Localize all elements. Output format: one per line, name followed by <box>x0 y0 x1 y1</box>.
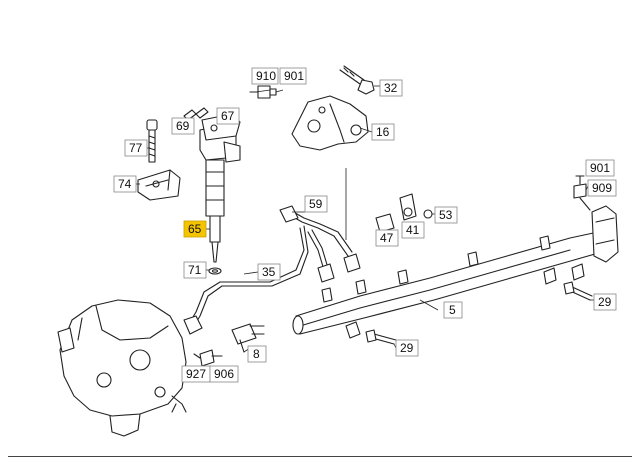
svg-text:41: 41 <box>406 223 420 237</box>
fuel-injector[interactable] <box>199 113 241 263</box>
sensor-8[interactable] <box>231 323 265 353</box>
svg-text:67: 67 <box>221 109 235 123</box>
callout-77[interactable]: 77 <box>124 139 148 157</box>
callout-8[interactable]: 8 <box>247 345 267 363</box>
svg-text:29: 29 <box>400 341 414 355</box>
svg-text:910: 910 <box>256 69 276 83</box>
callout-906[interactable]: 906 <box>209 365 239 383</box>
callout-67[interactable]: 67 <box>216 107 240 125</box>
connector-sensor-right[interactable] <box>573 175 591 211</box>
svg-text:69: 69 <box>176 119 190 133</box>
pressure-regulator[interactable] <box>591 205 619 263</box>
svg-text:901: 901 <box>284 69 304 83</box>
svg-text:909: 909 <box>592 181 612 195</box>
callout-5[interactable]: 5 <box>443 301 463 319</box>
callout-69[interactable]: 69 <box>171 117 195 135</box>
callout-29-lower[interactable]: 29 <box>395 339 419 357</box>
svg-text:906: 906 <box>214 367 234 381</box>
callout-909[interactable]: 909 <box>587 179 617 197</box>
callout-53[interactable]: 53 <box>434 206 458 224</box>
svg-text:71: 71 <box>188 263 202 277</box>
callout-74[interactable]: 74 <box>113 175 137 193</box>
rail-bracket[interactable] <box>291 95 369 151</box>
bolt-29-lower[interactable] <box>365 329 397 345</box>
callout-35[interactable]: 35 <box>257 263 281 281</box>
svg-text:5: 5 <box>449 303 456 317</box>
bolt-32[interactable] <box>339 65 375 95</box>
callout-59[interactable]: 59 <box>304 195 328 213</box>
svg-text:74: 74 <box>118 177 132 191</box>
callout-71[interactable]: 71 <box>183 261 207 279</box>
svg-text:927: 927 <box>186 367 206 381</box>
connector-927[interactable] <box>193 349 223 367</box>
fuel-line-59[interactable] <box>279 205 361 273</box>
callout-16[interactable]: 16 <box>371 123 395 141</box>
callout-41[interactable]: 41 <box>401 221 425 239</box>
callout-29-right[interactable]: 29 <box>593 293 617 311</box>
callout-32[interactable]: 32 <box>379 79 403 97</box>
fuel-rail[interactable] <box>292 231 603 339</box>
svg-text:29: 29 <box>598 295 612 309</box>
svg-text:901: 901 <box>590 161 610 175</box>
injector-seal-ring[interactable] <box>208 267 222 275</box>
svg-text:53: 53 <box>439 208 453 222</box>
svg-text:59: 59 <box>309 197 323 211</box>
svg-text:65: 65 <box>188 222 202 236</box>
svg-text:32: 32 <box>384 81 398 95</box>
svg-text:16: 16 <box>376 125 390 139</box>
injector-clamp[interactable] <box>137 169 181 201</box>
nut-53[interactable] <box>423 209 433 219</box>
callout-65-highlighted[interactable]: 65 <box>183 220 207 238</box>
bolt-29-right[interactable] <box>563 281 593 301</box>
high-pressure-pump[interactable] <box>57 299 187 437</box>
callout-901-top[interactable]: 901 <box>279 67 307 85</box>
bracket-41[interactable] <box>399 193 417 221</box>
stud-bolt[interactable] <box>146 119 158 163</box>
callout-927[interactable]: 927 <box>181 365 211 383</box>
callout-901-right[interactable]: 901 <box>585 159 615 177</box>
clip-47[interactable] <box>375 213 395 233</box>
svg-text:8: 8 <box>253 347 260 361</box>
bottom-divider <box>8 456 632 457</box>
callout-910[interactable]: 910 <box>251 67 279 85</box>
svg-text:47: 47 <box>380 231 394 245</box>
svg-text:77: 77 <box>129 141 143 155</box>
fuel-line-35[interactable] <box>183 225 335 335</box>
svg-text:35: 35 <box>262 265 276 279</box>
connector-sensor-top[interactable] <box>249 85 277 99</box>
callout-47[interactable]: 47 <box>375 229 399 247</box>
